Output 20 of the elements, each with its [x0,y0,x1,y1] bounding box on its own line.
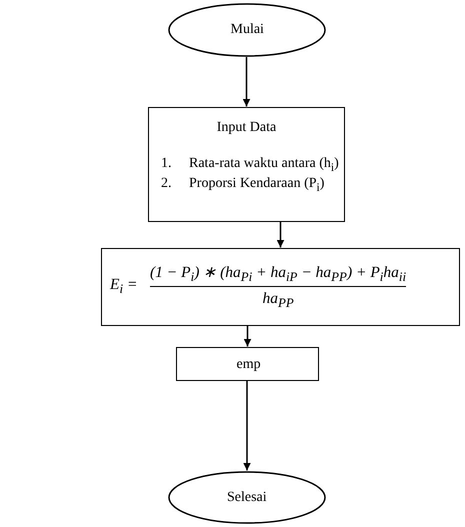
arrow [243,381,251,470]
formula-denominator: ha$_{PP}$ [262,290,294,312]
start-terminal [168,3,326,57]
list-number: 2. [161,176,172,192]
end-terminal [168,471,326,524]
list-item: Rata-rata waktu antara (h$_{i}$) [189,156,339,174]
list-item: Proporsi Kendaraan (P$_{i}$) [189,176,324,194]
node-label: emp [236,357,261,373]
node-label: Selesai [227,490,267,506]
node-label: Mulai [230,22,264,38]
arrow [244,326,252,346]
formula-numerator: (1 − P$_{i}$) ∗ (ha$_{Pi}$ + ha$_{iP}$ − ha$_{PP}$) + P$_{i}$ha$_{ii}$ [150,263,406,286]
arrow [276,222,284,248]
input-box [148,107,345,222]
process-box [101,248,460,326]
formula-text: E$_{i}$ = [110,276,138,298]
process-box [176,347,319,381]
list-number: 1. [161,156,172,172]
arrow [242,57,250,106]
box-heading: Input Data [216,120,278,136]
